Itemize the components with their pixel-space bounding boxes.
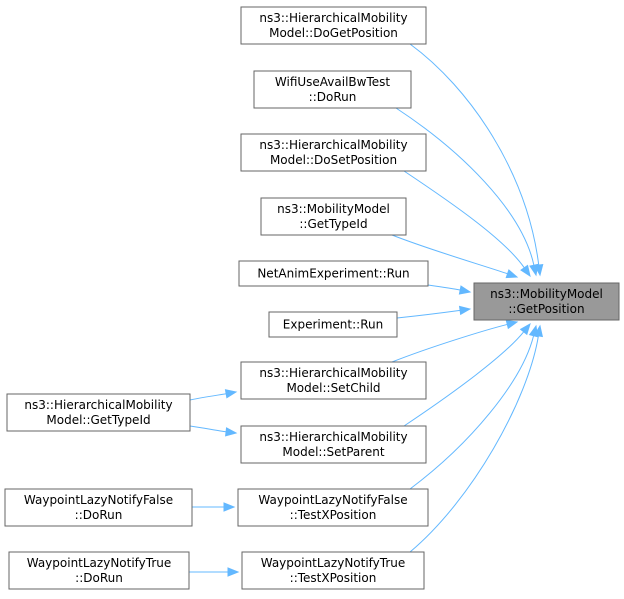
node-wlnt-testx[interactable]: WaypointLazyNotifyTrue::TestXPosition [241, 551, 425, 590]
node-wlnf-testx[interactable]: WaypointLazyNotifyFalse::TestXPosition [237, 488, 429, 527]
node-box [473, 282, 620, 321]
edge-wlnf_testx-to-target [409, 324, 539, 490]
node-label-line: ::TestXPosition [290, 571, 377, 585]
edge-line [403, 331, 525, 427]
graph-edges [188, 43, 544, 577]
arrowhead [458, 285, 472, 295]
node-box [268, 311, 398, 338]
node-hmm-gettypeid[interactable]: ns3::HierarchicalMobilityModel::GetTypeI… [6, 393, 191, 432]
node-label-line: ::GetTypeId [299, 217, 367, 231]
arrowhead [505, 319, 519, 330]
edge-experiment_run-to-target [396, 305, 472, 319]
edge-hmm_setparent-to-target [403, 322, 531, 427]
edge-wifiuse_dorun-to-target [395, 107, 539, 277]
node-label-line: NetAnimExperiment::Run [257, 267, 409, 281]
node-label-line: ::DoRun [75, 571, 123, 585]
node-hmm-setparent[interactable]: ns3::HierarchicalMobilityModel::SetParen… [240, 425, 427, 464]
node-label-line: ::DoRun [75, 508, 123, 522]
node-netanim-run[interactable]: NetAnimExperiment::Run [238, 260, 429, 287]
node-box [241, 551, 425, 590]
edge-mm_gettypeid-to-target [391, 234, 519, 279]
node-box [240, 361, 427, 400]
edge-line [427, 284, 461, 291]
edge-line [409, 335, 539, 553]
node-label-line: ns3::MobilityModel [490, 287, 603, 301]
arrowhead [458, 305, 472, 316]
edge-hmm_dogetposition-to-target [409, 43, 544, 277]
edge-line [403, 170, 525, 269]
arrowhead [225, 427, 238, 437]
edge-wlnt_testx-to-target [409, 324, 543, 553]
arrowhead [505, 269, 519, 279]
node-label-line: Model::SetChild [286, 381, 380, 395]
arrowhead [529, 263, 539, 277]
node-label-line: Experiment::Run [283, 318, 383, 332]
node-box [240, 133, 427, 172]
edge-wlnt_dorun-to-wlnt_testx [188, 567, 240, 577]
arrowhead [533, 324, 543, 338]
node-label-line: Model::SetParent [282, 445, 385, 459]
node-label-line: Model::GetTypeId [46, 413, 150, 427]
edge-line [391, 234, 508, 275]
edge-line [409, 43, 540, 266]
arrowhead [227, 567, 240, 577]
edge-line [391, 323, 508, 363]
node-label-line: ns3::MobilityModel [277, 202, 390, 216]
node-wifiuse-dorun[interactable]: WifiUseAvailBwTest::DoRun [253, 70, 412, 109]
node-box [253, 70, 412, 109]
node-label-line: WaypointLazyNotifyFalse [258, 493, 407, 507]
edge-line [189, 425, 227, 433]
node-label-line: ::TestXPosition [290, 508, 377, 522]
node-box [6, 393, 191, 432]
node-box [240, 425, 427, 464]
node-label-line: WaypointLazyNotifyTrue [27, 556, 172, 570]
graph-nodes: ns3::MobilityModel::GetPositionns3::Hier… [4, 6, 620, 590]
node-box [260, 197, 407, 236]
edge-hmm_setchild-to-target [391, 319, 519, 363]
edge-hmm_dosetposition-to-target [403, 170, 531, 278]
edge-line [396, 309, 461, 319]
arrowhead [520, 264, 531, 278]
node-box [240, 6, 427, 45]
node-box [8, 551, 190, 590]
node-label-line: ns3::HierarchicalMobility [24, 398, 172, 412]
node-box [237, 488, 429, 527]
node-label-line: WaypointLazyNotifyTrue [261, 556, 406, 570]
edge-hmm_gettypeid-to-hmm_setchild [189, 389, 238, 401]
arrowhead [223, 502, 236, 512]
edge-hmm_gettypeid-to-hmm_setparent [189, 425, 238, 437]
edge-line [395, 107, 535, 266]
node-label-line: WaypointLazyNotifyFalse [24, 493, 173, 507]
edge-line [409, 335, 535, 490]
edge-line [189, 393, 227, 401]
node-hmm-dogetposition[interactable]: ns3::HierarchicalMobilityModel::DoGetPos… [240, 6, 427, 45]
node-label-line: ns3::HierarchicalMobility [259, 366, 407, 380]
node-wlnf-dorun[interactable]: WaypointLazyNotifyFalse::DoRun [4, 488, 193, 527]
node-box [238, 260, 429, 287]
node-hmm-dosetposition[interactable]: ns3::HierarchicalMobilityModel::DoSetPos… [240, 133, 427, 172]
node-label-line: ns3::HierarchicalMobility [259, 138, 407, 152]
node-target[interactable]: ns3::MobilityModel::GetPosition [473, 282, 620, 321]
node-label-line: Model::DoSetPosition [270, 153, 397, 167]
node-label-line: ns3::HierarchicalMobility [259, 430, 407, 444]
node-label-line: Model::DoGetPosition [269, 26, 398, 40]
node-label-line: ::GetPosition [508, 302, 584, 316]
node-experiment-run[interactable]: Experiment::Run [268, 311, 398, 338]
arrowhead [224, 389, 238, 399]
node-mm-gettypeid[interactable]: ns3::MobilityModel::GetTypeId [260, 197, 407, 236]
edge-wlnf_dorun-to-wlnf_testx [191, 502, 236, 512]
node-label-line: WifiUseAvailBwTest [275, 75, 391, 89]
node-label-line: ::DoRun [309, 90, 357, 104]
arrowhead [519, 322, 531, 336]
node-box [4, 488, 193, 527]
node-label-line: ns3::HierarchicalMobility [259, 11, 407, 25]
node-wlnt-dorun[interactable]: WaypointLazyNotifyTrue::DoRun [8, 551, 190, 590]
edge-netanim_run-to-target [427, 284, 472, 295]
